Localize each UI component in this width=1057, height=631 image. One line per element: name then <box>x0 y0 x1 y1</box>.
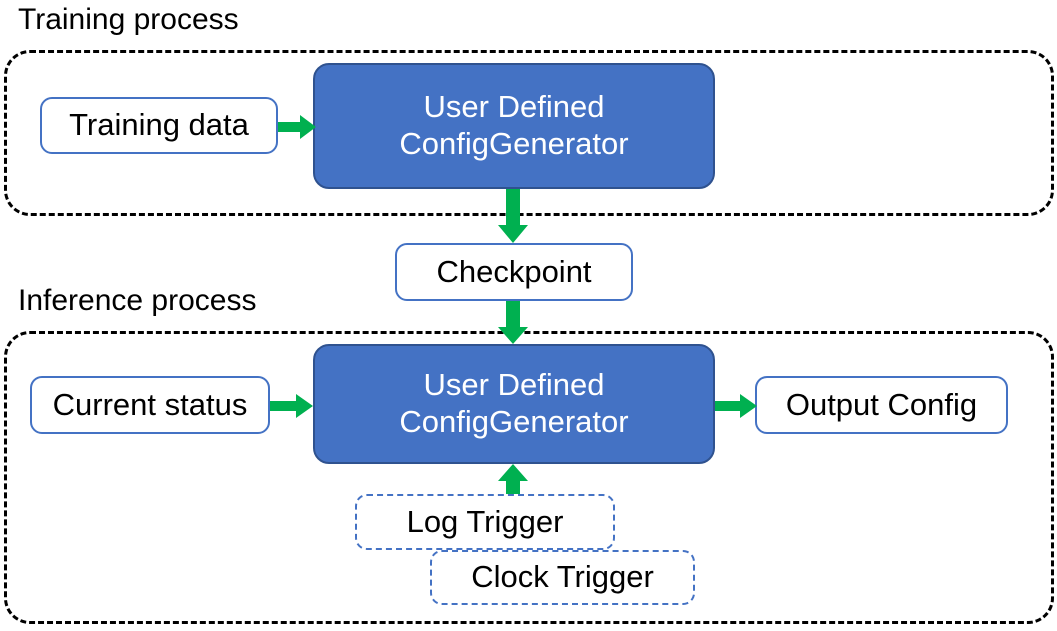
arrow-trigger-to-configgenerator <box>497 464 529 498</box>
node-log-trigger[interactable]: Log Trigger <box>355 494 615 550</box>
node-clock-trigger[interactable]: Clock Trigger <box>430 550 695 605</box>
node-configgenerator-training-line1: User Defined <box>423 89 605 125</box>
node-current-status-label: Current status <box>52 386 248 422</box>
arrow-current-status-to-configgenerator <box>270 391 315 421</box>
node-configgenerator-inference-line2: ConfigGenerator <box>399 404 629 439</box>
node-output-config[interactable]: Output Config <box>755 376 1008 434</box>
arrow-training-data-to-configgenerator <box>278 112 318 142</box>
node-clock-trigger-label: Clock Trigger <box>471 559 654 595</box>
section-title-inference: Inference process <box>18 284 257 317</box>
node-output-config-label: Output Config <box>785 386 978 422</box>
inference-process-container <box>4 331 1054 624</box>
node-current-status[interactable]: Current status <box>30 376 270 434</box>
node-checkpoint[interactable]: Checkpoint <box>395 243 633 301</box>
training-process-container <box>4 50 1054 216</box>
arrow-configgenerator-to-checkpoint <box>497 189 529 245</box>
node-checkpoint-label: Checkpoint <box>436 253 592 289</box>
node-training-data-label: Training data <box>69 107 249 143</box>
arrow-configgenerator-to-output-config <box>715 391 759 421</box>
node-training-data[interactable]: Training data <box>40 97 278 154</box>
node-configgenerator-training-line2: ConfigGenerator <box>399 126 629 161</box>
arrow-checkpoint-to-configgenerator <box>497 301 529 346</box>
node-configgenerator-inference[interactable]: User Defined ConfigGenerator <box>313 344 715 464</box>
node-log-trigger-label: Log Trigger <box>406 503 564 539</box>
node-configgenerator-training[interactable]: User Defined ConfigGenerator <box>313 63 715 189</box>
section-title-training: Training process <box>18 3 239 36</box>
node-configgenerator-inference-line1: User Defined <box>423 367 605 403</box>
